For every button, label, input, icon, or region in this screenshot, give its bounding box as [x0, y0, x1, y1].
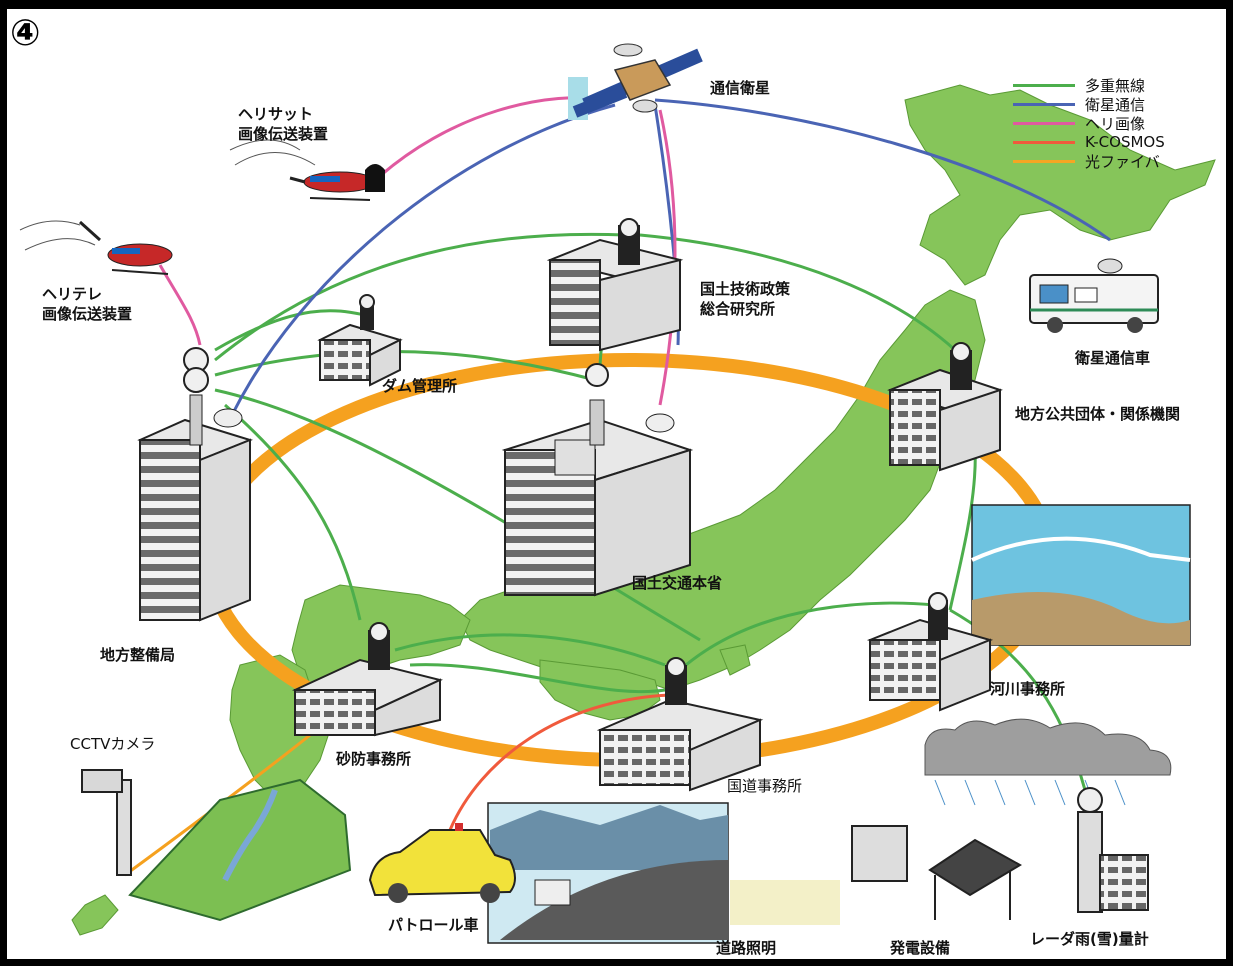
- helitele-helicopter-icon: [19, 220, 173, 275]
- river-office-building-icon: [866, 592, 994, 712]
- road-lighting-icon: [487, 802, 840, 944]
- satellite-icon: [568, 43, 703, 120]
- label-helisat-1: ヘリサット: [238, 105, 314, 123]
- label-lighting: 道路照明: [716, 939, 777, 957]
- dam-office-building-icon: [317, 294, 403, 387]
- legend-swatch-blue: [1013, 102, 1075, 106]
- label-local-gov: 地方公共団体・関係機関: [1015, 405, 1181, 423]
- label-regional: 地方整備局: [100, 646, 176, 664]
- research-institute-building-icon: [546, 218, 684, 352]
- cctv-camera-icon: [81, 769, 132, 876]
- ministry-building-icon: [501, 363, 694, 597]
- river-photo-icon: [971, 504, 1191, 646]
- label-ministry: 国土交通本省: [632, 574, 723, 592]
- patrol-car-icon: [368, 823, 516, 903]
- rain-cloud-icon: [924, 718, 1172, 806]
- label-patrol: パトロール車: [388, 916, 479, 934]
- legend-swatch-red: [1013, 140, 1075, 144]
- label-helisat-2: 画像伝送装置: [238, 125, 329, 143]
- panel-number: ④: [10, 13, 41, 54]
- local-government-building-icon: [887, 342, 1003, 472]
- label-helitele-2: 画像伝送装置: [42, 305, 133, 323]
- label-satellite-car: 衛星通信車: [1075, 349, 1151, 367]
- label-satellite: 通信衛星: [710, 79, 771, 97]
- radar-gauge-icon: [1077, 787, 1149, 913]
- helisat-helicopter-icon: [229, 139, 385, 201]
- road-office-building-icon: [596, 657, 764, 792]
- legend-swatch-orange: [1013, 159, 1075, 163]
- legend-label: 多重無線: [1085, 76, 1146, 95]
- label-road-office: 国道事務所: [727, 777, 803, 795]
- legend-item-microwave: 多重無線: [1013, 75, 1145, 95]
- label-research-1: 国土技術政策: [700, 280, 791, 298]
- label-power: 発電設備: [890, 939, 951, 957]
- label-research-2: 総合研究所: [700, 300, 776, 318]
- sabo-office-building-icon: [292, 622, 443, 737]
- legend-item-satellite: 衛星通信: [1013, 94, 1145, 114]
- legend-label: K-COSMOS: [1085, 133, 1165, 151]
- legend-item-kcosmos: K-COSMOS: [1013, 132, 1165, 152]
- sabo-landscape-icon: [128, 778, 352, 922]
- label-sabo: 砂防事務所: [336, 750, 412, 768]
- legend-swatch-pink: [1013, 121, 1075, 125]
- legend-swatch-green: [1013, 83, 1075, 87]
- label-river: 河川事務所: [990, 680, 1066, 698]
- regional-bureau-building-icon: [137, 347, 254, 622]
- power-equipment-icon: [851, 825, 1022, 920]
- label-helitele-1: ヘリテレ: [42, 285, 103, 303]
- legend-item-fiber: 光ファイバ: [1013, 151, 1160, 171]
- label-cctv: CCTVカメラ: [70, 735, 156, 753]
- satellite-car-icon: [1029, 258, 1159, 333]
- legend-item-heli: ヘリ画像: [1013, 113, 1145, 133]
- legend-label: 衛星通信: [1085, 95, 1146, 114]
- label-dam: ダム管理所: [382, 377, 458, 395]
- legend-label: ヘリ画像: [1085, 114, 1146, 133]
- legend-label: 光ファイバ: [1085, 152, 1160, 171]
- label-radar: レーダ雨(雪)量計: [1030, 930, 1149, 948]
- k-cosmos-link: [448, 693, 671, 831]
